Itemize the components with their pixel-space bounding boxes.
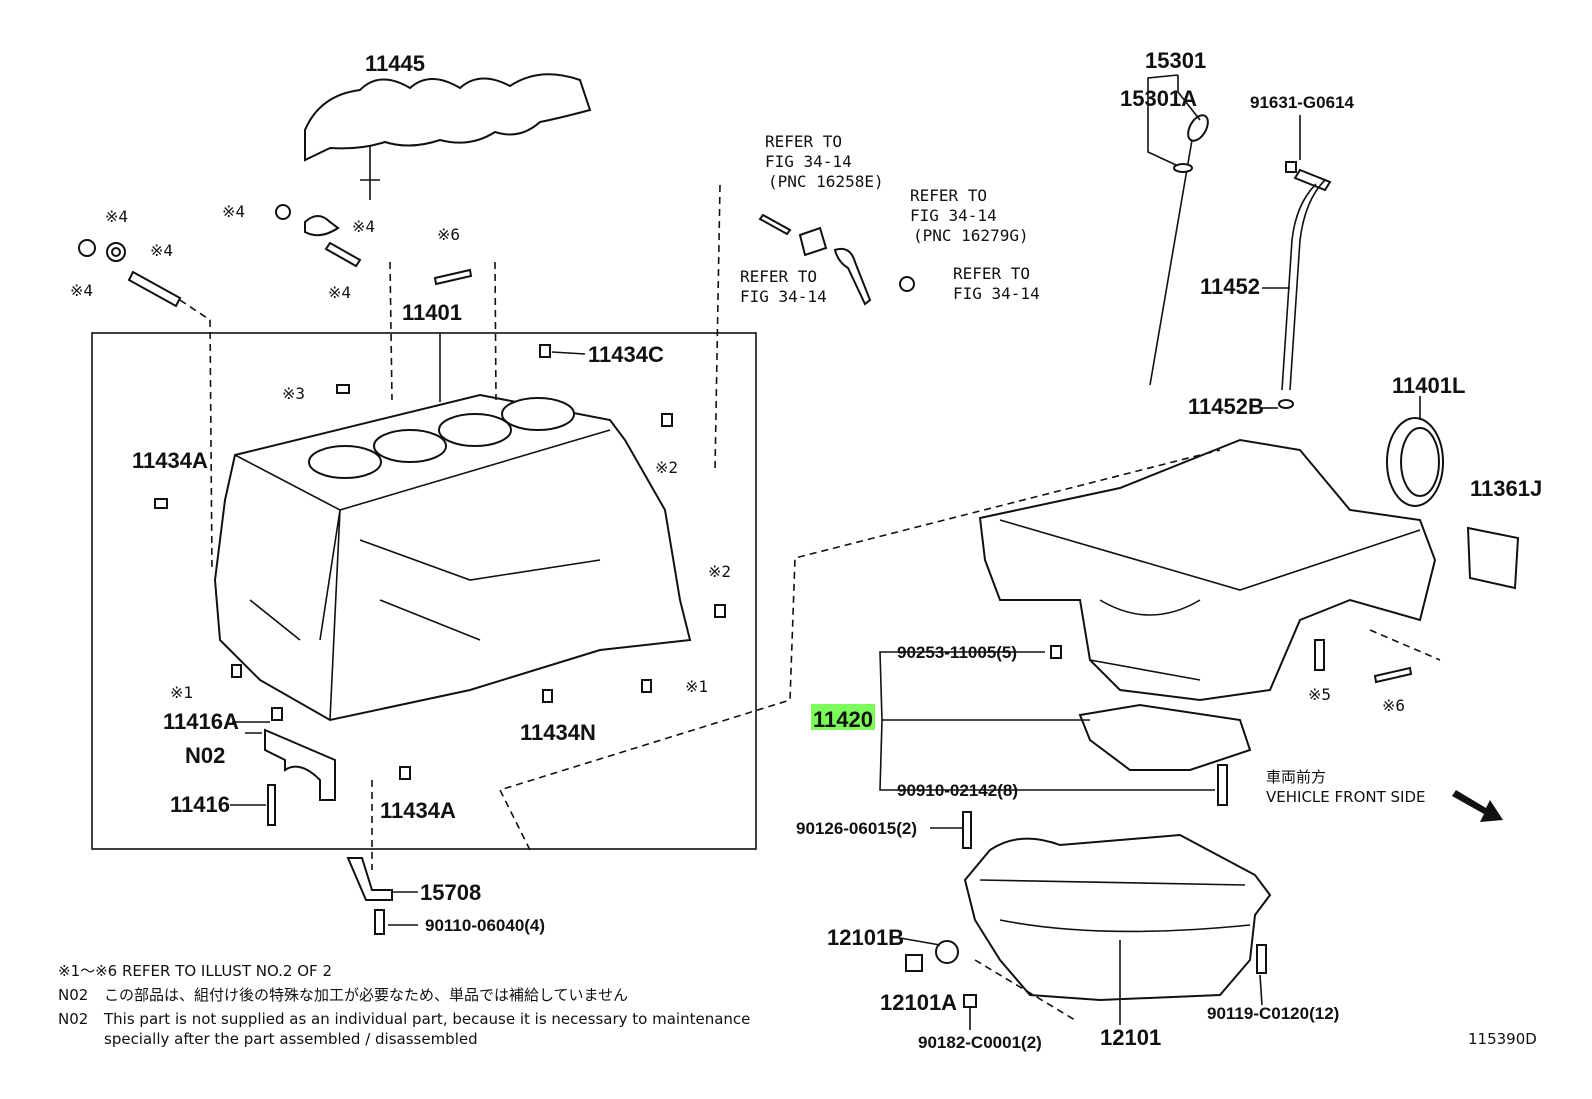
mark-4a: ※4 [105, 207, 128, 226]
refer4-line1: REFER TO [953, 264, 1030, 283]
label-11434N[interactable]: 11434N [520, 720, 596, 745]
mark-4d: ※4 [222, 202, 245, 221]
label-90119[interactable]: 90119-C0120(12) [1207, 1004, 1339, 1023]
bolt-90182 [963, 994, 977, 1008]
fasteners-top-left [78, 204, 473, 308]
note-line1: ※1～※6 REFER TO ILLUST NO.2 OF 2 [58, 962, 332, 980]
drain-plug-12101A [905, 954, 923, 972]
bolt-90110 [374, 909, 385, 935]
bolt-m6b [1373, 666, 1413, 684]
mark-6b: ※6 [1382, 696, 1405, 715]
plug-11434A-top [154, 498, 168, 509]
oil-seal-11401L [1386, 417, 1444, 507]
mark-1a: ※1 [170, 683, 193, 702]
refer-parts [758, 213, 915, 306]
note-line2-text: この部品は、組付け後の特殊な加工が必要なため、単品では補給していません [104, 986, 628, 1004]
mark-2b: ※2 [708, 562, 731, 581]
label-11452[interactable]: 11452 [1200, 274, 1260, 299]
dashed-leaders [179, 184, 1441, 1021]
label-12101A[interactable]: 12101A [880, 990, 957, 1015]
label-91631[interactable]: 91631-G0614 [1250, 93, 1355, 112]
note-line3-text: This part is not supplied as an individu… [103, 1010, 750, 1028]
label-11401[interactable]: 11401 [402, 300, 462, 325]
refer2-line3: (PNC 16279G) [913, 226, 1029, 245]
label-N02[interactable]: N02 [185, 743, 225, 768]
refer1-line1: REFER TO [765, 132, 842, 151]
label-11416[interactable]: 11416 [170, 792, 230, 817]
cylinder-block-11401 [213, 393, 692, 722]
mark-6a: ※6 [437, 225, 460, 244]
plug-11434C [539, 344, 551, 358]
mark-4b: ※4 [70, 281, 93, 300]
mark-4f: ※4 [328, 283, 351, 302]
insulator-part-11445 [304, 73, 592, 200]
label-15708[interactable]: 15708 [420, 880, 481, 905]
label-11416A[interactable]: 11416A [163, 709, 239, 734]
label-90110[interactable]: 90110-06040(4) [425, 916, 545, 935]
label-90910[interactable]: 90910-02142(8) [897, 781, 1018, 800]
pin-m1b [641, 679, 652, 693]
label-11452B[interactable]: 11452B [1188, 394, 1264, 419]
label-11434A-top[interactable]: 11434A [132, 448, 208, 473]
leader-lines [230, 74, 1421, 1030]
plug-11416A [271, 707, 283, 721]
oil-jet-15708 [346, 857, 393, 901]
mark-4c: ※4 [150, 241, 173, 260]
bolt-90910 [1217, 764, 1228, 806]
oil-pan-lower-12101 [963, 833, 1272, 1002]
pin-m3 [336, 384, 350, 394]
gasket-12101B [935, 940, 959, 964]
bolt-90119 [1256, 944, 1267, 974]
stud-90126 [962, 811, 972, 849]
plug-11434A-bot [399, 766, 411, 780]
mark-1b: ※1 [685, 677, 708, 696]
refer1-line3: (PNC 16258E) [768, 172, 884, 191]
pin-m2b [714, 604, 726, 618]
dipstick-guide-11452 [1278, 161, 1332, 409]
plate-11361J [1466, 526, 1520, 590]
refer2-line1: REFER TO [910, 186, 987, 205]
plug-90253 [1050, 645, 1062, 659]
oil-pan-upper-11420 [978, 438, 1437, 771]
cylinder-block-frame [91, 332, 757, 850]
refer3-line2: FIG 34-14 [740, 287, 827, 306]
mark-3: ※3 [282, 384, 305, 403]
label-11434A-bot[interactable]: 11434A [380, 798, 456, 823]
mark-5: ※5 [1308, 685, 1331, 704]
label-12101B[interactable]: 12101B [827, 925, 904, 950]
refer4-line2: FIG 34-14 [953, 284, 1040, 303]
label-11420[interactable]: 11420 [813, 707, 873, 732]
label-11434C[interactable]: 11434C [588, 342, 664, 367]
pin-m2a [661, 413, 673, 427]
label-11401L[interactable]: 11401L [1392, 373, 1465, 398]
mark-4e: ※4 [352, 217, 375, 236]
label-11361J[interactable]: 11361J [1470, 476, 1542, 501]
label-12101[interactable]: 12101 [1100, 1025, 1161, 1050]
front-direction-arrow [1452, 790, 1503, 822]
label-90253[interactable]: 90253-11005(5) [897, 643, 1017, 662]
label-90126[interactable]: 90126-06015(2) [796, 819, 917, 838]
label-15301A[interactable]: 15301A [1120, 86, 1197, 111]
note-line4-text: specially after the part assembled / dis… [104, 1030, 478, 1048]
highlight-11420 [811, 704, 875, 730]
oil-dipstick-15301 [1149, 114, 1209, 386]
label-15301[interactable]: 15301 [1145, 48, 1206, 73]
bolt-11416 [267, 784, 276, 826]
bearing-cap-N02 [264, 728, 336, 801]
front-label-en: VEHICLE FRONT SIDE [1266, 788, 1426, 806]
mark-2a: ※2 [655, 458, 678, 477]
illustration-number: 115390D [1468, 1030, 1537, 1048]
plug-11434N [542, 689, 553, 703]
refer1-line2: FIG 34-14 [765, 152, 852, 171]
label-90182[interactable]: 90182-C0001(2) [918, 1033, 1042, 1052]
refer2-line2: FIG 34-14 [910, 206, 997, 225]
pin-m1a [231, 664, 242, 678]
label-11445[interactable]: 11445 [365, 51, 425, 76]
front-label-jp: 車両前方 [1266, 768, 1326, 786]
note-line2-code: N02 [58, 986, 88, 1004]
bolt-m5 [1314, 639, 1325, 671]
refer3-line1: REFER TO [740, 267, 817, 286]
note-line3-code: N02 [58, 1010, 88, 1028]
